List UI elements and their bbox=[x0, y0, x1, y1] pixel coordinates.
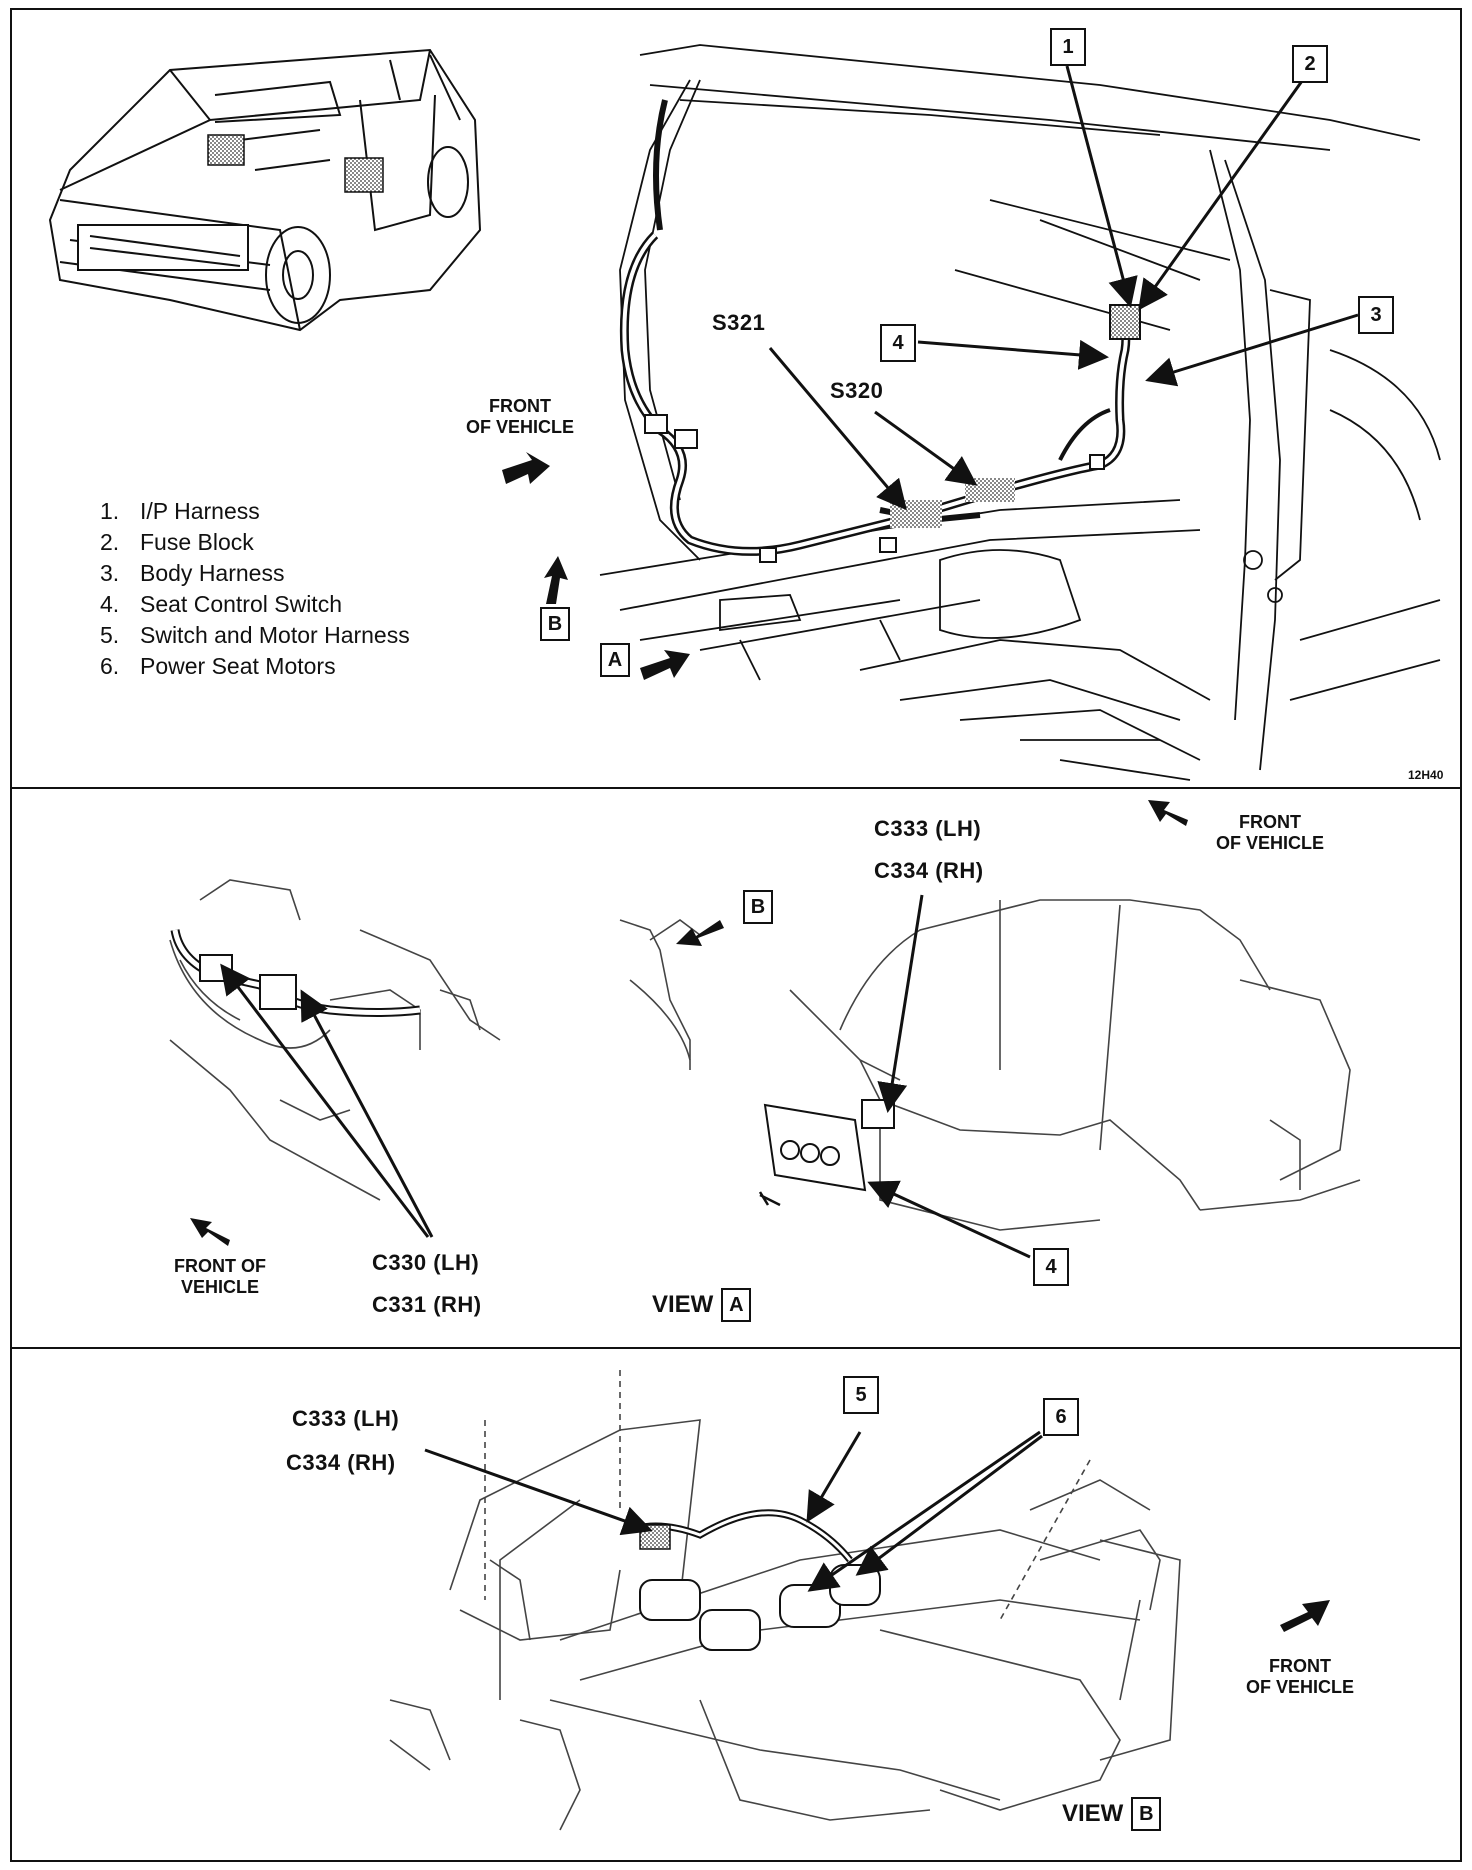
figure-code: 12H40 bbox=[1408, 768, 1444, 782]
callout-4: 4 bbox=[1033, 1248, 1069, 1286]
seat-area-marker bbox=[344, 157, 384, 193]
panel-divider-top bbox=[10, 787, 1462, 789]
view-a-caption: VIEW A bbox=[652, 1288, 752, 1322]
fuse-block-area-marker bbox=[207, 134, 245, 166]
splice-s321-marker bbox=[890, 500, 942, 528]
interior-harness-scene bbox=[599, 44, 1441, 781]
view-a-letter: A bbox=[721, 1288, 752, 1322]
seat-control-switch-drawing bbox=[758, 1099, 895, 1207]
view-b-scene bbox=[389, 1370, 1181, 1831]
view-b-tag: B bbox=[743, 890, 773, 924]
front-right-arrow-icon bbox=[1148, 800, 1188, 826]
front-arrow-icon bbox=[502, 452, 550, 484]
legend-item: 3.Body Harness bbox=[100, 560, 285, 586]
harness-clips bbox=[644, 414, 1105, 563]
panel-divider-bottom bbox=[10, 1347, 1462, 1349]
view-b-letter: B bbox=[1131, 1797, 1162, 1831]
view-b-caption: VIEW B bbox=[1062, 1797, 1162, 1831]
splice-s321-label: S321 bbox=[712, 310, 766, 335]
front-of-vehicle-label: FRONT OF VEHICLE bbox=[1245, 1656, 1354, 1697]
top-leader-lines bbox=[768, 65, 1359, 511]
splice-s320-label: S320 bbox=[830, 378, 884, 403]
view-b-tag: B bbox=[540, 607, 570, 641]
view-a-tag: A bbox=[600, 643, 630, 677]
view-a-arrow-icon bbox=[640, 650, 690, 680]
fuse-block-connector bbox=[1109, 304, 1141, 340]
legend-item: 5.Switch and Motor Harness bbox=[100, 622, 410, 648]
connector-c331-label: C331 (RH) bbox=[372, 1292, 482, 1317]
middle-direction-arrows bbox=[190, 800, 1188, 1246]
body-wiring-harness bbox=[619, 99, 1131, 556]
front-arrow-icon bbox=[1280, 1600, 1330, 1632]
connector-c334-label: C334 (RH) bbox=[874, 858, 984, 883]
view-b-arrow-icon bbox=[544, 556, 568, 604]
connector-c334-label: C334 (RH) bbox=[286, 1450, 396, 1475]
front-left-arrow-icon bbox=[190, 1218, 230, 1246]
connector-c333-label: C333 (LH) bbox=[874, 816, 982, 841]
legend-item: 1.I/P Harness bbox=[100, 498, 260, 524]
vehicle-thumbnail bbox=[48, 48, 482, 332]
top-direction-arrows bbox=[502, 452, 690, 680]
middle-leader-lines bbox=[220, 894, 1031, 1259]
connector-c330-label: C330 (LH) bbox=[372, 1250, 480, 1275]
front-of-vehicle-label: FRONT OF VEHICLE bbox=[465, 396, 574, 437]
view-b-tag-arrow-icon bbox=[676, 920, 724, 946]
legend-item: 6.Power Seat Motors bbox=[100, 653, 336, 679]
callout-2: 2 bbox=[1292, 45, 1328, 83]
view-a-scene bbox=[169, 879, 1361, 1231]
front-of-vehicle-label-right: FRONT OF VEHICLE bbox=[1215, 812, 1324, 853]
connector-c333-label: C333 (LH) bbox=[292, 1406, 400, 1431]
callout-4: 4 bbox=[880, 324, 916, 362]
legend-item: 2.Fuse Block bbox=[100, 529, 254, 555]
front-of-vehicle-label-left: FRONT OF VEHICLE bbox=[174, 1256, 266, 1297]
callout-6: 6 bbox=[1043, 1398, 1079, 1436]
legend: 1.I/P Harness 2.Fuse Block 3.Body Harnes… bbox=[100, 496, 410, 682]
bottom-direction-arrows bbox=[1280, 1600, 1330, 1632]
diagram-frame bbox=[10, 8, 1462, 1862]
connector-c331-body bbox=[259, 974, 297, 1010]
connector-c330-body bbox=[199, 954, 233, 982]
callout-3: 3 bbox=[1358, 296, 1394, 334]
legend-item: 4.Seat Control Switch bbox=[100, 591, 342, 617]
callout-1: 1 bbox=[1050, 28, 1086, 66]
callout-5: 5 bbox=[843, 1376, 879, 1414]
bottom-leader-lines bbox=[424, 1430, 1043, 1592]
